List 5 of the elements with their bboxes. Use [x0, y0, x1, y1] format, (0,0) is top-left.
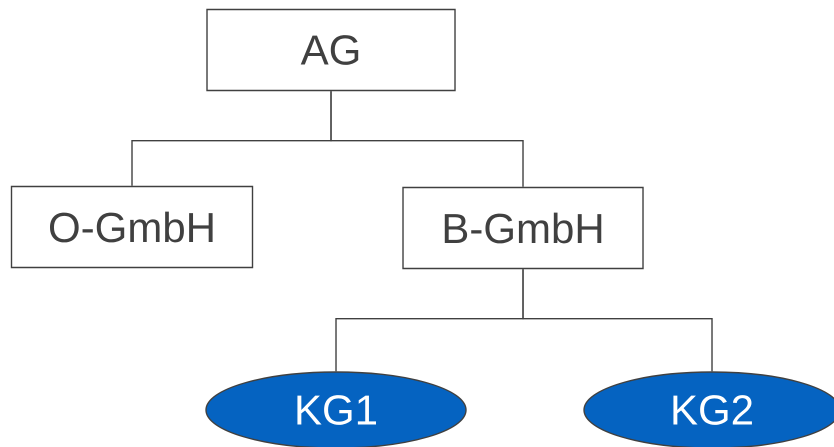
org-box: B-GmbH [402, 186, 644, 270]
org-box: O-GmbH [10, 186, 254, 268]
org-box: AG [206, 8, 456, 92]
connector-line [522, 269, 713, 372]
connector-line [330, 91, 524, 187]
